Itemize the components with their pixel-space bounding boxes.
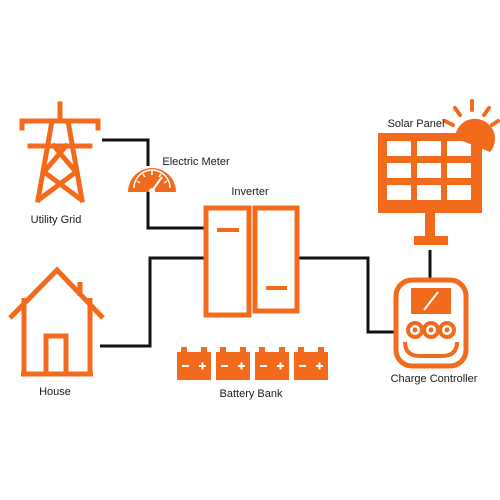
line-grid-to-meter	[102, 138, 150, 166]
solar-panel-icon	[378, 133, 482, 245]
charge-controller-label: Charge Controller	[390, 373, 478, 385]
inverter-icon	[203, 205, 300, 318]
line-inverter-to-controller	[297, 256, 396, 334]
sun-icon	[443, 99, 500, 152]
transmission-tower-icon	[19, 101, 101, 203]
battery-bank-label: Battery Bank	[219, 388, 283, 400]
electric-meter-icon	[128, 168, 176, 194]
electric-meter-label: Electric Meter	[162, 156, 230, 168]
solar-panel-label: Solar Panel	[387, 118, 445, 130]
battery-icon	[294, 347, 328, 380]
battery-icon	[216, 347, 250, 380]
house-icon	[8, 266, 105, 377]
battery-bank	[177, 347, 328, 380]
utility-grid-label: Utility Grid	[30, 214, 82, 226]
inverter-label: Inverter	[231, 186, 269, 198]
house-label: House	[39, 386, 71, 398]
charge-controller-icon	[393, 277, 469, 369]
battery-icon	[177, 347, 211, 380]
line-meter-to-inverter	[146, 192, 206, 230]
battery-icon	[255, 347, 289, 380]
connection-lines	[100, 138, 432, 348]
line-house-to-inverter	[100, 256, 206, 348]
